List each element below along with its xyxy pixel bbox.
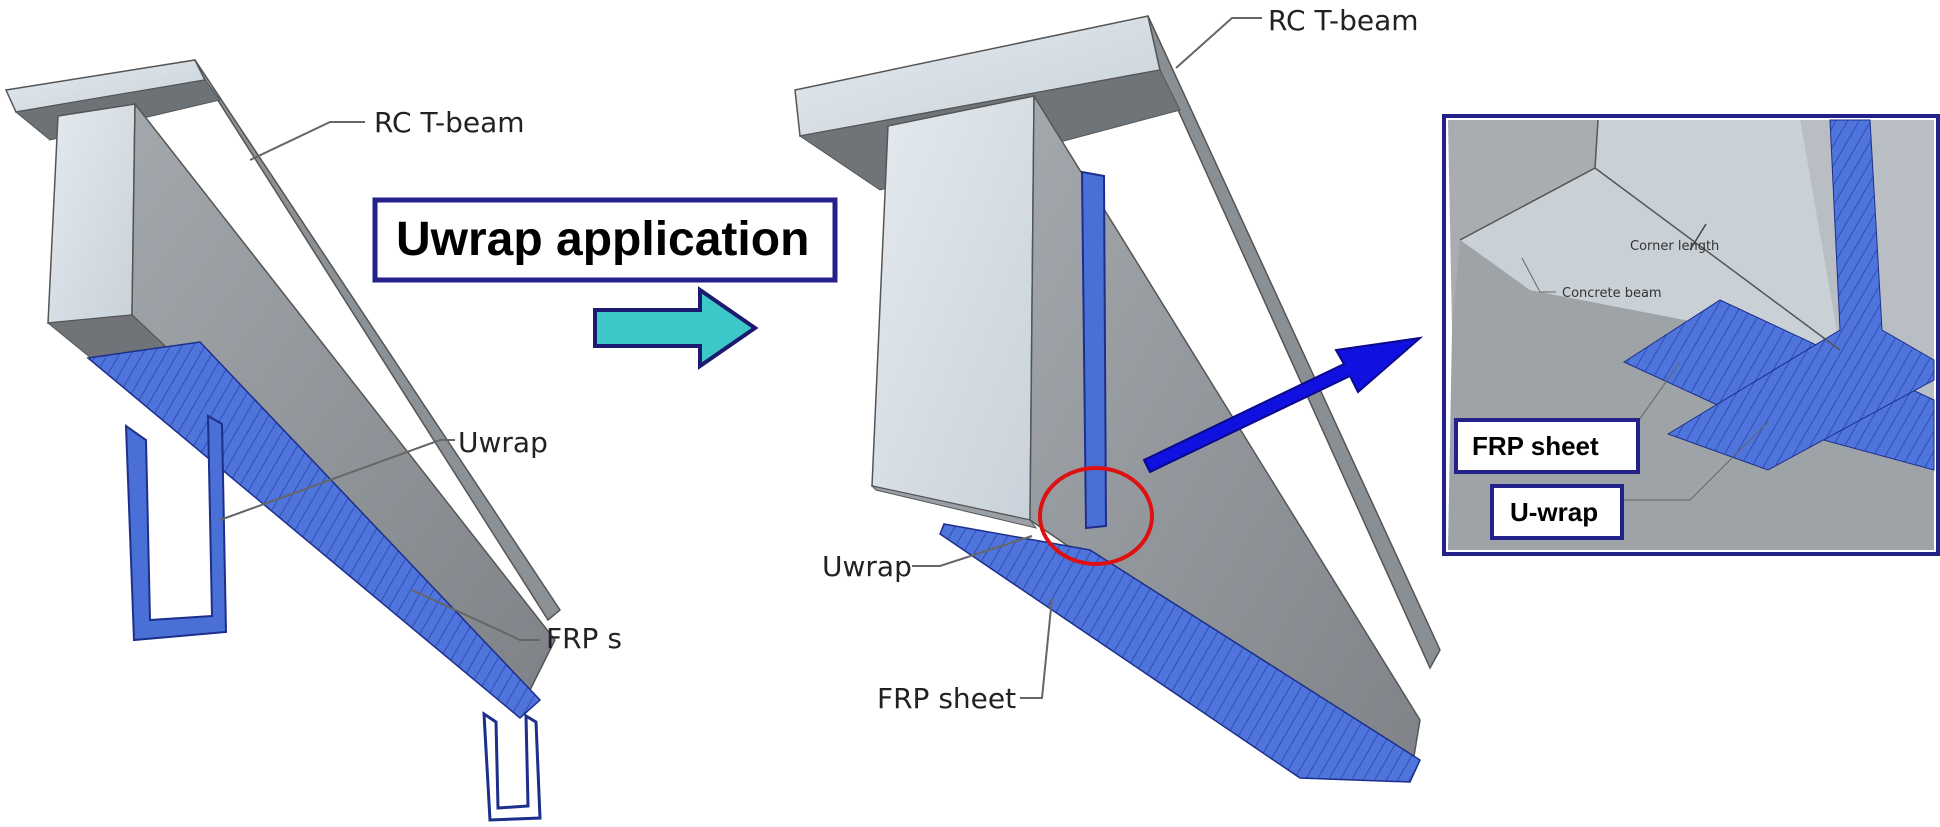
left-label-uwrap: Uwrap	[458, 426, 548, 459]
middle-flange-side	[1147, 15, 1441, 670]
middle-web-end-bottom	[870, 485, 1038, 529]
detail-frp-label-box	[1454, 418, 1640, 474]
middle-uwrap-strip	[1080, 170, 1108, 530]
left-uwrap-1	[124, 414, 228, 642]
left-beam-illustration	[4, 59, 561, 822]
left-flange-side	[194, 59, 561, 622]
detail-corner-length-dim	[1689, 223, 1707, 251]
detail-edge-2	[1594, 167, 1841, 351]
left-uwrap-2	[482, 711, 542, 822]
middle-leader-uwrap	[912, 535, 1033, 567]
middle-web-end	[871, 95, 1035, 521]
detail-label-u-wrap: U-wrap	[1510, 497, 1598, 527]
left-web-end	[47, 103, 136, 324]
detail-uwrap-label-box	[1490, 484, 1624, 540]
process-title-box	[372, 197, 838, 283]
middle-label-frp-sheet: FRP sheet	[877, 682, 1016, 715]
left-frp-sheet	[86, 341, 542, 719]
left-leader-rc-tbeam	[249, 121, 365, 161]
detail-uwrap	[1666, 119, 1935, 471]
middle-leader-frp	[1020, 597, 1053, 699]
middle-label-uwrap: Uwrap	[822, 550, 912, 583]
middle-beam-illustration	[794, 15, 1441, 783]
process-arrow	[593, 286, 759, 370]
left-label-frp: FRP s	[546, 622, 622, 655]
process-title: Uwrap application	[396, 213, 809, 266]
middle-leader-rc-tbeam	[1175, 17, 1262, 69]
detail-label-corner-length: Corner length	[1630, 239, 1719, 254]
left-leader-uwrap	[219, 439, 455, 521]
detail-label-concrete-beam: Concrete beam	[1562, 286, 1662, 301]
middle-frp-sheet	[939, 523, 1421, 783]
left-leader-frp	[411, 589, 540, 641]
detail-panel	[1442, 114, 1940, 556]
middle-label-rc-tbeam: RC T-beam	[1268, 4, 1419, 37]
detail-label-frp-sheet: FRP sheet	[1472, 431, 1599, 461]
detail-leader-uwrap	[1620, 421, 1769, 501]
highlight-circle	[1038, 466, 1154, 566]
left-label-rc-tbeam: RC T-beam	[374, 106, 525, 139]
detail-leader-concrete	[1521, 257, 1556, 293]
zoom-arrow	[1142, 336, 1424, 474]
